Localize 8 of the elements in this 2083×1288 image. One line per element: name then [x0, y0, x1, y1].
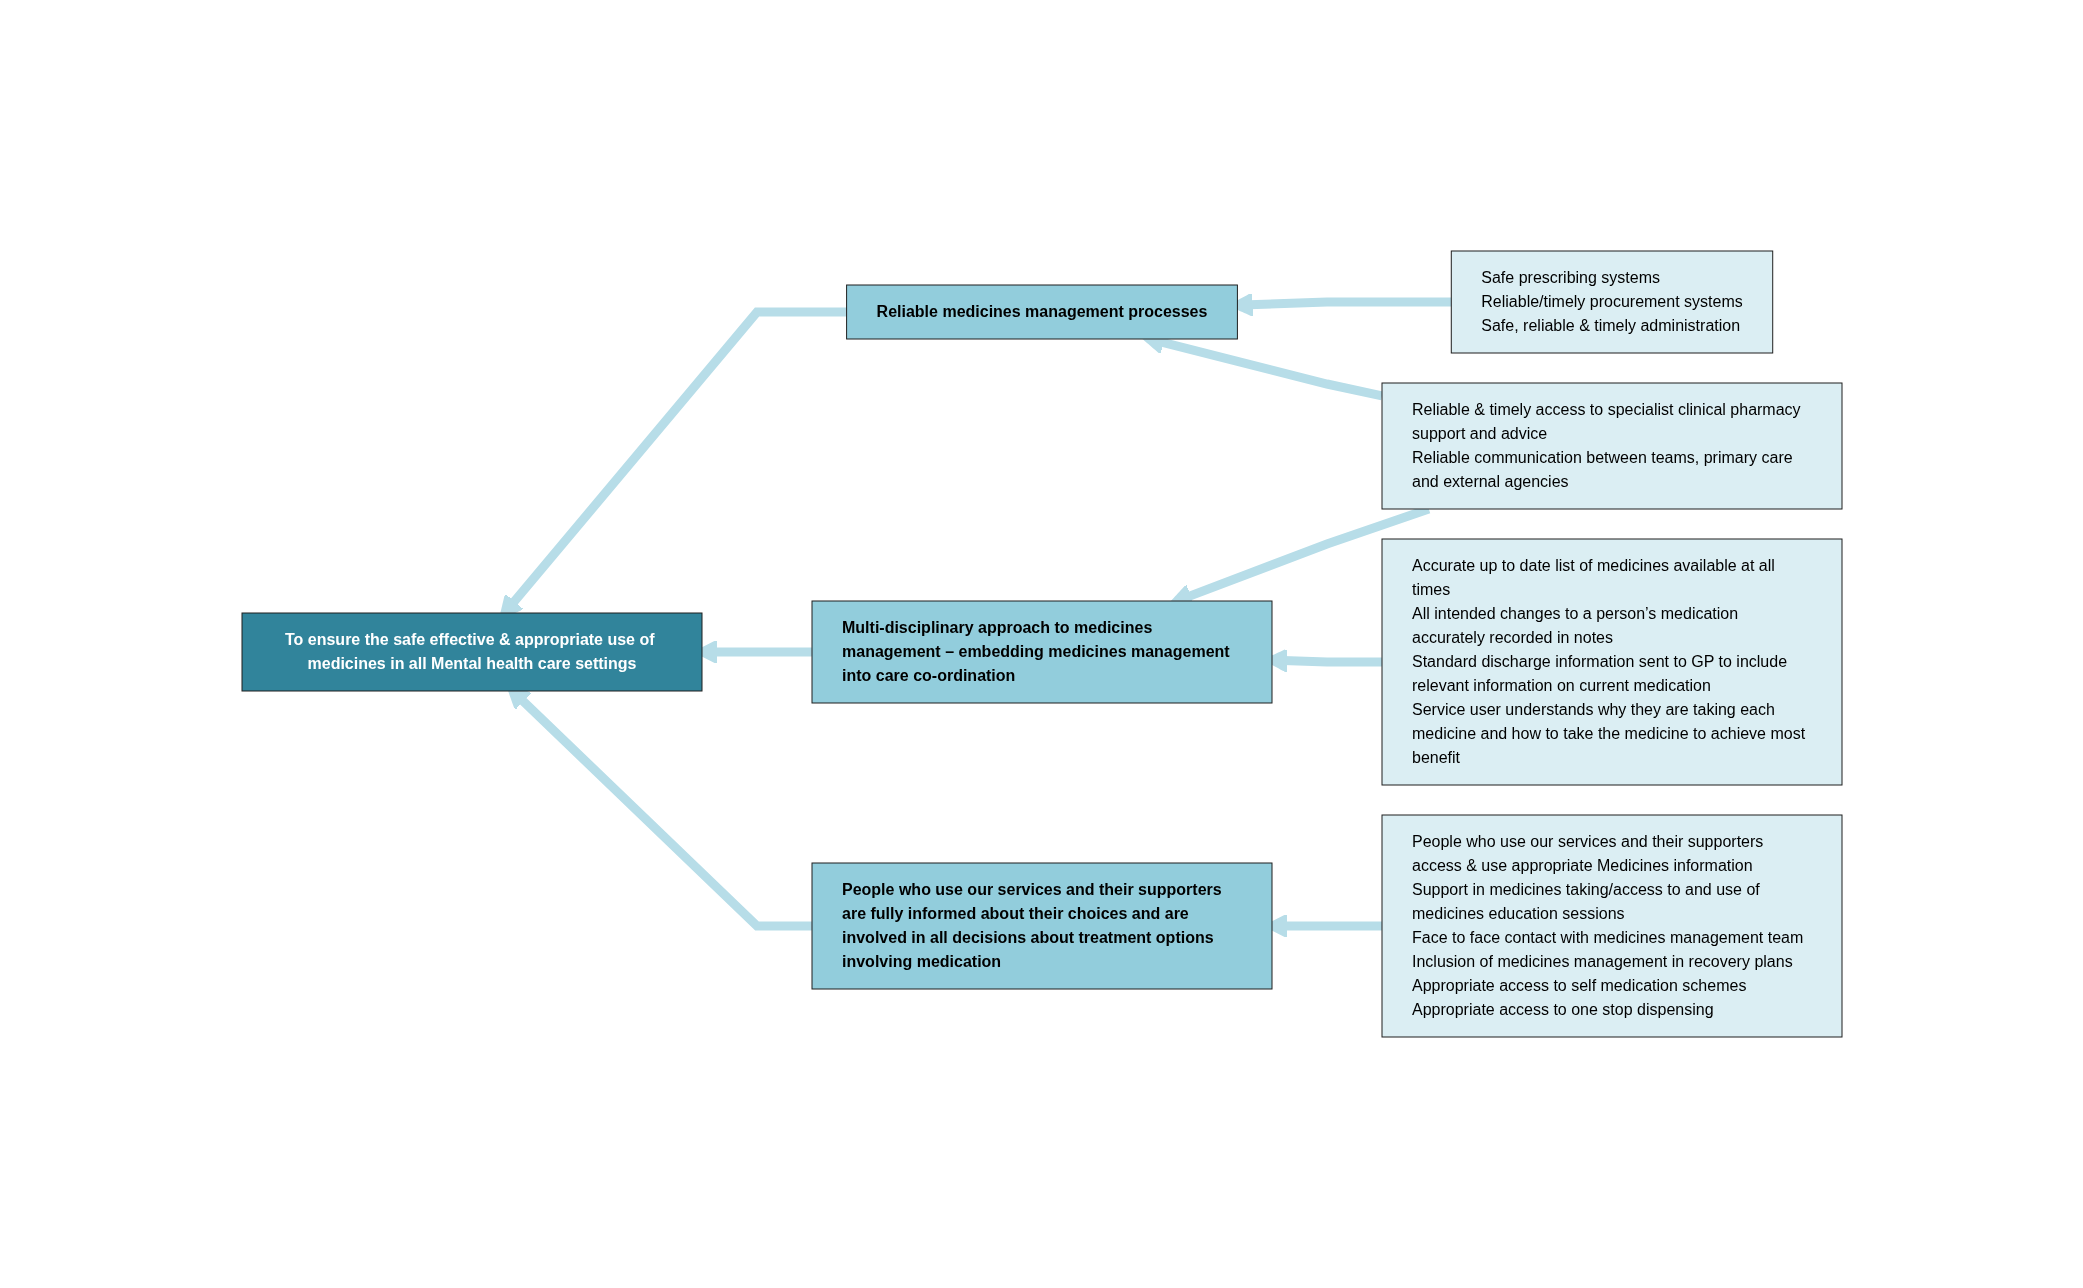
- node-box: Safe prescribing systems Reliable/timely procurement systems Safe, reliable & timely administration: [1450, 250, 1773, 354]
- node-box: Accurate up to date list of medicines available at all times All intended changes to a person’s medication accurately recorded in notes Standard discharge information sent to GP to include relevant information on current medication Service user understands why they are taking each medicine and how to take the medicine to achieve most benefit: [1381, 538, 1842, 786]
- node-box: Multi-disciplinary approach to medicines management – embedding medicines management into care co-ordination: [811, 600, 1272, 704]
- node-box: Reliable & timely access to specialist clinical pharmacy support and advice Reliable communication between teams, primary care and external agencies: [1381, 382, 1842, 510]
- node-box: People who use our services and their supporters are fully informed about their choices and are involved in all decisions about treatment options involving medication: [811, 862, 1272, 990]
- node-box: Reliable medicines management processes: [845, 284, 1238, 340]
- node-box: To ensure the safe effective & appropriate use of medicines in all Mental health care settings: [241, 612, 702, 692]
- node-box: People who use our services and their supporters access & use appropriate Medicines information Support in medicines taking/access to and use of medicines education sessions Face to face contact with medicines management team Inclusion of medicines management in recovery plans Appropriate access to self medication schemes Appropriate access to one stop dispensing: [1381, 814, 1842, 1038]
